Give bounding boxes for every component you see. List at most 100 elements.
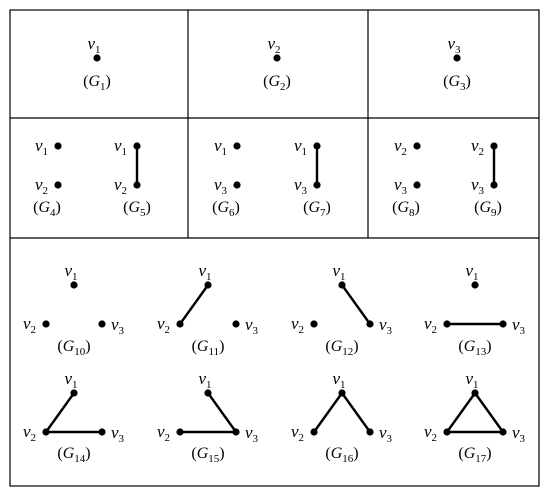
vertex-v1 [133,142,141,150]
graph-g9: v2 v3(G9) [471,136,502,219]
vertex-label: v3 [111,315,125,337]
vertex-label: v3 [512,423,526,445]
vertex-label: v1 [214,136,227,158]
vertex-label: v2 [157,422,170,444]
vertex-v2 [176,428,184,436]
vertex-label: v2 [291,314,304,336]
vertex-v1 [70,389,78,397]
graph-g1: v1 (G1) [83,34,111,93]
vertex-label: v3 [111,423,125,445]
vertex-label: v2 [157,314,170,336]
vertex-label: v3 [379,315,393,337]
vertex-v3 [232,320,240,328]
vertex-v3 [499,320,507,328]
graph-g3: v3 (G3) [443,34,471,93]
vertex-v2 [133,181,141,189]
graph-g17: v1 v2 v3 (G17) [424,369,526,465]
vertex-label: v3 [512,315,526,337]
vertex-label: v1 [35,136,48,158]
vertex-v3 [313,181,321,189]
edge-v1-v2 [178,283,210,326]
vertex-v2 [42,428,50,436]
graph-g13: v1 v2 v3 (G13) [424,261,526,358]
graphs-layer: v1(G1)v2(G2)v3(G3)v1v2(G4)v1v2(G5)v1v3(G… [23,34,526,465]
vertex-v2 [273,54,281,62]
vertex-v3 [366,428,374,436]
vertex-v3 [413,181,421,189]
graph-g5: v1 v2(G5) [114,136,151,219]
vertex-v1 [93,54,101,62]
vertex-v1 [338,281,346,289]
graph-caption: (G7) [303,199,331,219]
vertex-v2 [54,181,62,189]
graph-caption: (G12) [325,338,358,358]
vertex-label: v2 [267,34,280,56]
graph-caption: (G16) [325,445,358,465]
edge-v1-v2 [44,391,76,434]
edge-v1-v3 [206,391,238,434]
vertex-v1 [233,142,241,150]
graph-caption: (G3) [443,73,471,93]
vertex-label: v1 [114,136,127,158]
vertex-label: v2 [471,136,484,158]
vertex-label: v3 [245,423,259,445]
vertex-label: v1 [465,261,478,283]
edge-v1-v3 [473,391,505,434]
vertex-label: v3 [214,175,228,197]
vertex-v3 [98,320,106,328]
vertex-v1 [313,142,321,150]
vertex-label: v2 [35,175,48,197]
graph-caption: (G4) [33,199,61,219]
vertex-label: v2 [114,175,127,197]
vertex-v2 [176,320,184,328]
vertex-label: v1 [64,369,77,391]
vertex-label: v2 [394,136,407,158]
vertex-v2 [413,142,421,150]
vertex-v3 [98,428,106,436]
edge-v1-v3 [340,283,372,326]
vertex-v3 [490,181,498,189]
vertex-label: v1 [198,369,211,391]
graph-caption: (G9) [474,199,502,219]
vertex-v1 [54,142,62,150]
vertex-v1 [471,389,479,397]
vertex-label: v3 [379,423,393,445]
graph-caption: (G5) [123,199,151,219]
edge-v1-v3 [340,391,372,434]
graph-caption: (G1) [83,73,111,93]
vertex-label: v1 [332,261,345,283]
vertex-label: v2 [424,422,437,444]
vertex-v3 [233,181,241,189]
graph-caption: (G13) [458,338,491,358]
graph-caption: (G15) [191,445,224,465]
graph-g4: v1 v2(G4) [33,136,62,219]
graph-caption: (G11) [192,338,225,358]
vertex-label: v3 [245,315,259,337]
vertex-label: v1 [465,369,478,391]
vertex-label: v1 [294,136,307,158]
graph-caption: (G14) [57,445,90,465]
graph-caption: (G17) [458,445,491,465]
vertex-v2 [490,142,498,150]
edge-v1-v2 [445,391,477,434]
vertex-label: v1 [87,34,100,56]
vertex-label: v3 [447,34,461,56]
vertex-v3 [232,428,240,436]
vertex-label: v1 [64,261,77,283]
vertex-label: v2 [424,314,437,336]
vertex-v2 [310,320,318,328]
vertex-v2 [310,428,318,436]
vertex-v1 [204,281,212,289]
vertex-label: v3 [471,175,485,197]
edge-v1-v2 [312,391,344,434]
graph-g2: v2(G2) [263,34,291,93]
vertex-v1 [338,389,346,397]
graph-caption: (G8) [392,199,420,219]
vertex-v2 [443,320,451,328]
vertex-v1 [70,281,78,289]
vertex-label: v1 [198,261,211,283]
